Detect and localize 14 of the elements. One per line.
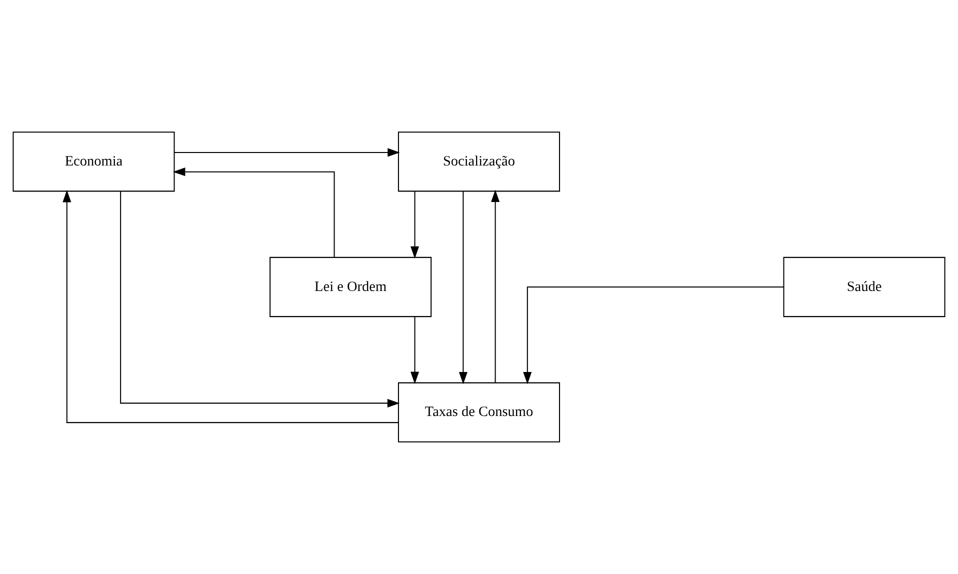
arrow <box>491 190 500 383</box>
node-box: Saúde <box>783 256 946 318</box>
arrow <box>458 191 468 384</box>
arrow <box>120 191 400 408</box>
node-box: Taxas de Consumo <box>398 382 560 442</box>
arrow <box>174 148 400 157</box>
arrow <box>410 316 420 384</box>
node-box: Socialização <box>398 132 560 192</box>
node-box: Economia <box>12 132 175 192</box>
arrow <box>62 190 398 424</box>
node-box: Lei e Ordem <box>270 256 432 318</box>
arrow <box>410 191 420 259</box>
arrow <box>523 286 784 384</box>
arrow <box>172 168 335 258</box>
